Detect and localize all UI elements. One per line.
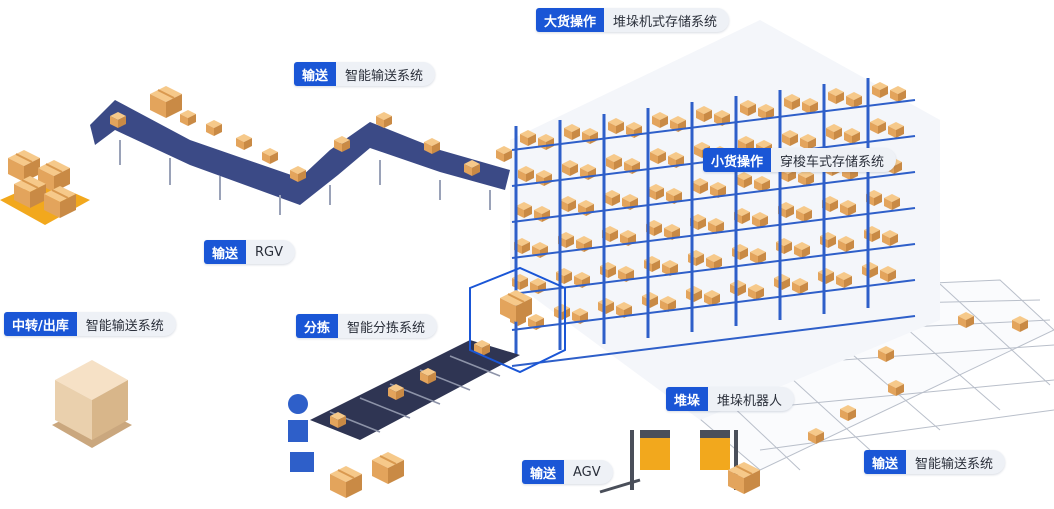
tag-key: 中转/出库	[4, 312, 77, 336]
tag-conveyor-bottom: 输送 智能输送系统	[864, 450, 1006, 474]
agv-forklifts	[599, 430, 761, 495]
sorting-conveyor	[288, 266, 566, 499]
tag-transfer-outbound: 中转/出库 智能输送系统	[4, 312, 176, 336]
tag-key: 输送	[204, 240, 247, 264]
tag-key: 输送	[294, 62, 337, 86]
tag-value: 智能分拣系统	[347, 320, 426, 336]
tag-value: AGV	[573, 464, 601, 480]
storage-racks	[510, 20, 940, 420]
tag-key: 堆垛	[666, 387, 709, 411]
tag-stacker: 堆垛 堆垛机器人	[666, 387, 795, 411]
tag-sorting: 分拣 智能分拣系统	[296, 314, 438, 338]
tag-value: 堆垛机器人	[717, 393, 783, 409]
tag-rgv: 输送 RGV	[204, 240, 296, 264]
tag-value: 智能输送系统	[915, 456, 994, 472]
tag-key: 输送	[864, 450, 907, 474]
tag-key: 分拣	[296, 314, 339, 338]
pallet-stack-left	[0, 149, 90, 225]
tag-value: RGV	[255, 244, 284, 260]
tag-value: 堆垛机式存储系统	[613, 14, 718, 30]
tag-bulk-operation: 大货操作 堆垛机式存储系统	[536, 8, 730, 32]
tag-small-operation: 小货操作 穿梭车式存储系统	[703, 148, 897, 172]
tag-agv: 输送 AGV	[522, 460, 613, 484]
tag-value: 智能输送系统	[345, 68, 424, 84]
pallet-transfer	[52, 360, 132, 448]
tag-value: 智能输送系统	[85, 318, 164, 334]
tag-conveyor-top: 输送 智能输送系统	[294, 62, 436, 86]
conveyor-top	[90, 85, 512, 215]
tag-key: 大货操作	[536, 8, 605, 32]
tag-value: 穿梭车式存储系统	[780, 154, 885, 170]
tag-key: 输送	[522, 460, 565, 484]
tag-key: 小货操作	[703, 148, 772, 172]
